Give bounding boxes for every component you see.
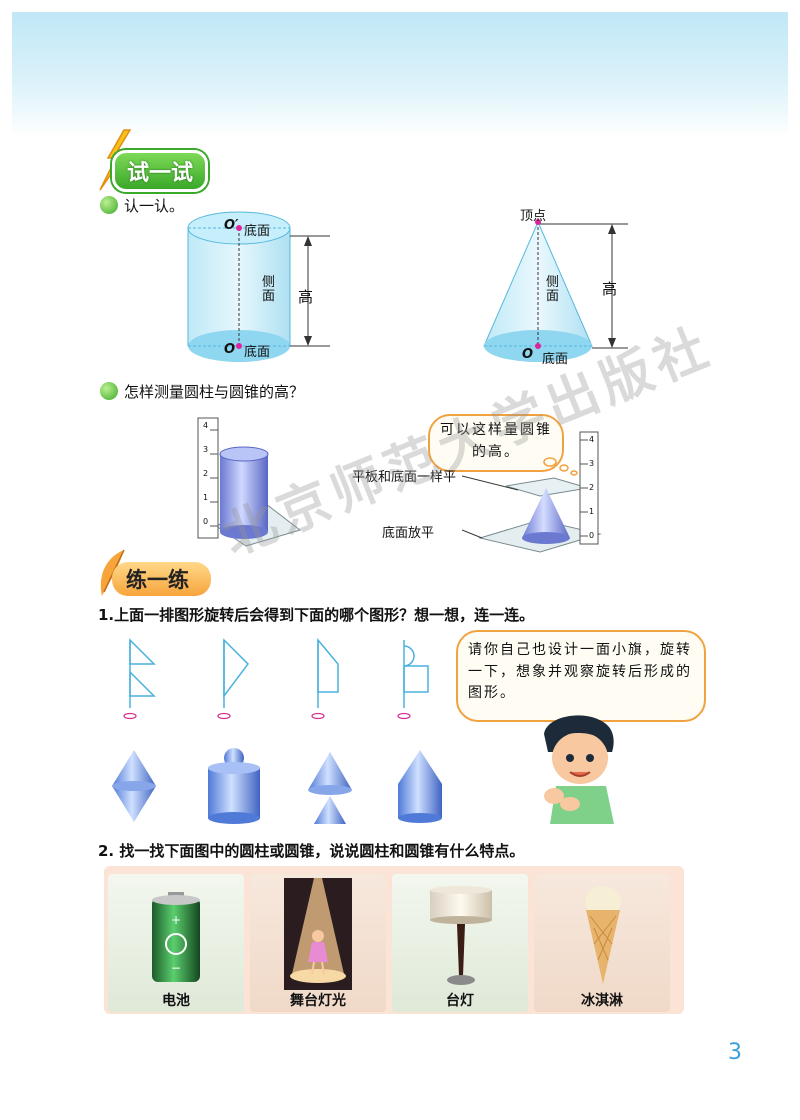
cylinder-diagram xyxy=(187,211,330,362)
card-stage-light: 舞台灯光 xyxy=(250,874,386,1012)
cone-bottom-label: 底面 xyxy=(542,352,569,367)
card-label-ice-cream: 冰淇淋 xyxy=(581,993,623,1009)
question-1: 1.上面一排图形旋转后会得到下面的哪个图形？想一想，连一连。 xyxy=(98,606,535,624)
label-base-flat: 底面放平 xyxy=(382,526,435,541)
ruler-tick: 1 xyxy=(203,493,209,502)
card-battery: + − 电池 xyxy=(108,874,244,1012)
card-label-battery: 电池 xyxy=(162,993,190,1009)
sub-heading-identify: 认一认。 xyxy=(124,197,185,215)
bullet-icon xyxy=(100,382,118,400)
pointer-lines xyxy=(462,475,519,539)
cylinder-top-label: 底面 xyxy=(244,224,271,239)
page-number: 3 xyxy=(728,1040,742,1065)
cone-apex-label: 顶点 xyxy=(520,209,547,224)
bullet-icon xyxy=(100,196,118,214)
svg-text:+: + xyxy=(171,913,181,927)
ruler-tick: 0 xyxy=(589,531,595,540)
cone-diagram xyxy=(483,219,628,362)
ruler-tick: 2 xyxy=(589,483,595,492)
speech-bubble-design-flag: 请你自己也设计一面小旗，旋转一下，想象并观察旋转后形成的图形。 xyxy=(456,630,706,722)
cylinder-height-label: 高 xyxy=(298,288,314,306)
cylinder-bottom-center: O xyxy=(224,342,236,357)
top-band xyxy=(12,12,788,137)
section-practice-title: 练一练 xyxy=(112,562,211,596)
cone-height-label: 高 xyxy=(602,280,618,298)
ruler-tick: 0 xyxy=(203,517,209,526)
label-plate-level: 平板和底面一样平 xyxy=(352,470,457,485)
svg-text:−: − xyxy=(171,961,181,975)
boy-character xyxy=(544,715,614,824)
cone-bottom-center: O xyxy=(522,347,534,362)
ruler-tick: 1 xyxy=(589,507,595,516)
ice-cream-icon xyxy=(585,886,621,984)
card-label-desk-lamp: 台灯 xyxy=(446,993,474,1009)
thought-dots-icon xyxy=(543,457,578,476)
card-desk-lamp: 台灯 xyxy=(392,874,528,1012)
card-ice-cream: 冰淇淋 xyxy=(534,874,670,1012)
ruler-tick: 3 xyxy=(203,445,209,454)
desk-lamp-icon xyxy=(430,886,492,985)
battery-icon: + − xyxy=(152,892,200,982)
ruler-tick: 2 xyxy=(203,469,209,478)
cylinder-side-label: 侧面 xyxy=(262,275,276,305)
cone-side-label: 侧面 xyxy=(546,275,560,305)
question-2: 2. 找一找下面图中的圆柱或圆锥，说说圆柱和圆锥有什么特点。 xyxy=(98,842,525,860)
flag-shapes-row xyxy=(123,637,429,720)
cylinder-measure-illustration xyxy=(197,417,302,547)
cylinder-top-center: O′ xyxy=(224,218,239,233)
ruler-tick: 4 xyxy=(203,421,209,430)
stage-light-icon xyxy=(284,878,352,990)
sub-heading-measure: 怎样测量圆柱与圆锥的高？ xyxy=(124,383,305,401)
section-try-title: 试一试 xyxy=(112,150,209,192)
ruler-tick: 3 xyxy=(589,459,595,468)
thought-bubble-cone: 可以这样量圆锥的高。 xyxy=(428,414,564,472)
cone-measure-illustration xyxy=(478,431,602,553)
card-label-stage-light: 舞台灯光 xyxy=(290,993,346,1009)
ruler-tick: 4 xyxy=(589,435,595,444)
solids-row xyxy=(112,748,442,824)
cylinder-bottom-label: 底面 xyxy=(244,345,271,360)
